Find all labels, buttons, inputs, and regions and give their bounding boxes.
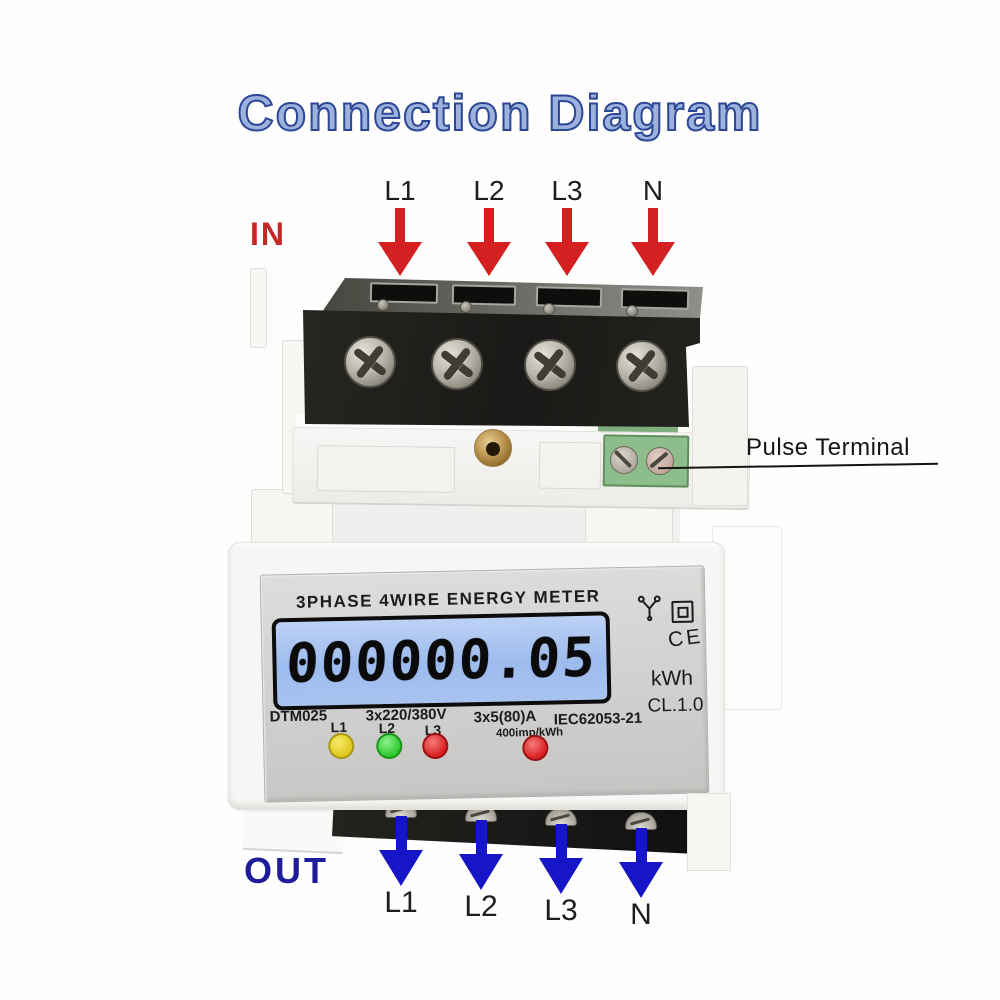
lcd-display: 000000.05 [271, 611, 612, 711]
ce-mark: CE [666, 624, 705, 652]
standard-label: IEC62053-21 [553, 709, 643, 729]
rail-edge-sliver [250, 268, 267, 348]
input-wire-n: N [625, 176, 681, 276]
housing-inset-left [316, 445, 456, 493]
unit-label: kWh [650, 666, 694, 691]
output-wire-n: N [613, 826, 669, 930]
output-wire-label: N [630, 898, 652, 931]
phase-l2-led [376, 732, 403, 760]
out-label: OUT [244, 850, 329, 891]
output-wire-l1: L1 [373, 814, 429, 918]
down-arrow-blue-icon [619, 828, 663, 898]
output-wire-l3: L3 [533, 822, 589, 926]
housing-inset-right [538, 441, 602, 490]
input-wire-label: L3 [551, 175, 583, 206]
phase-l3-led [422, 732, 449, 760]
down-arrow-blue-icon [539, 824, 583, 894]
down-arrow-red-icon [378, 208, 422, 276]
slot-screw-icon [543, 303, 555, 315]
output-wire-label: L2 [464, 890, 498, 923]
input-wire-l3: L3 [539, 176, 595, 276]
accuracy-class-label: CL.1.0 [647, 694, 704, 717]
input-wire-l1: L1 [372, 176, 428, 276]
lcd-reading: 000000.05 [284, 625, 599, 696]
terminal-screw-l1 [344, 336, 396, 388]
terminal-screw-l3 [524, 339, 576, 391]
input-wire-label: L1 [384, 175, 416, 206]
page-title: Connection Diagram [237, 84, 763, 142]
seal-hole-center [486, 442, 500, 456]
energy-meter-face: 3PHASE 4WIRE ENERGY METER CE 000000.05 k… [259, 565, 710, 803]
down-arrow-blue-icon [459, 820, 503, 890]
pulse-terminal-label: Pulse Terminal [746, 434, 910, 461]
terminal-screw-l2 [431, 338, 483, 390]
down-arrow-blue-icon [379, 816, 423, 886]
energy-meter-body: 3PHASE 4WIRE ENERGY METER CE 000000.05 k… [228, 542, 725, 810]
output-wire-l2: L2 [453, 818, 509, 922]
pulse-terminal-screw [646, 447, 674, 475]
output-wire-label: L3 [544, 894, 578, 927]
input-wire-label: N [642, 175, 664, 206]
phase-l1-led [327, 732, 355, 760]
bottom-right-flange [687, 793, 731, 871]
slot-screw-icon [377, 299, 389, 311]
meter-right-flange [692, 366, 748, 506]
slot-screw-icon [626, 305, 638, 317]
down-arrow-red-icon [467, 208, 511, 276]
meter-header: 3PHASE 4WIRE ENERGY METER [295, 586, 601, 612]
slot-screw-icon [460, 301, 472, 313]
down-arrow-red-icon [545, 208, 589, 276]
pulse-terminal-screw [610, 446, 638, 474]
three-phase-wye-icon [637, 595, 661, 622]
input-wire-l2: L2 [461, 176, 517, 276]
output-wire-label: L1 [384, 886, 418, 919]
double-insulation-inner [677, 606, 689, 618]
down-arrow-red-icon [631, 208, 675, 276]
pulse-led [522, 734, 549, 762]
terminal-screw-n [616, 340, 668, 392]
double-insulation-icon [671, 600, 694, 624]
input-wire-label: L2 [473, 175, 505, 206]
current-label: 3x5(80)A [473, 707, 537, 727]
in-label: IN [250, 216, 286, 252]
seal-screw-hole [474, 429, 512, 467]
